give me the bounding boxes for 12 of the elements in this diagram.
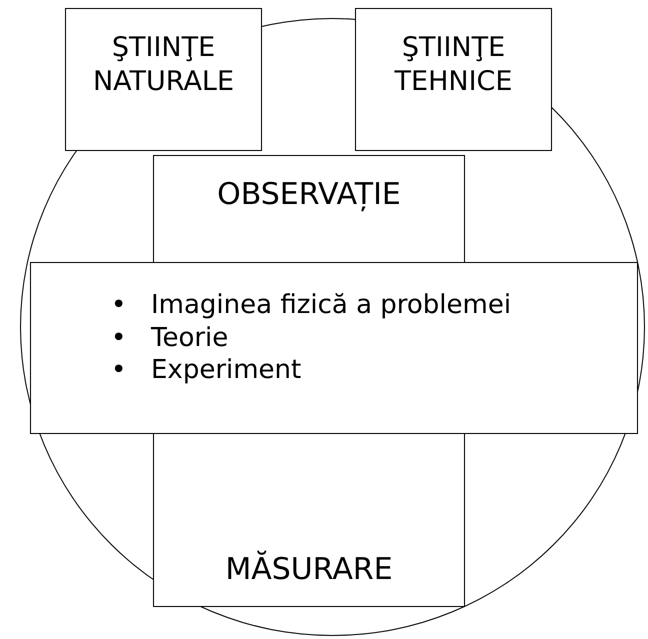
box-label: ŞTIINŢE NATURALE [92,31,236,98]
bullet-item: Experiment [151,354,302,386]
box-label: OBSERVAȚIE [216,176,402,214]
box [355,8,552,151]
bullet-marker: • [111,322,128,354]
bullet-item: Imaginea fizică a problemei [151,289,512,322]
box-label: ŞTIINŢE TEHNICE [393,31,514,98]
bullet-item: Teorie [151,322,228,354]
bullet-marker: • [111,354,128,386]
bullet-marker: • [111,289,128,322]
box-label: MĂSURARE [224,551,394,588]
box [65,8,262,151]
